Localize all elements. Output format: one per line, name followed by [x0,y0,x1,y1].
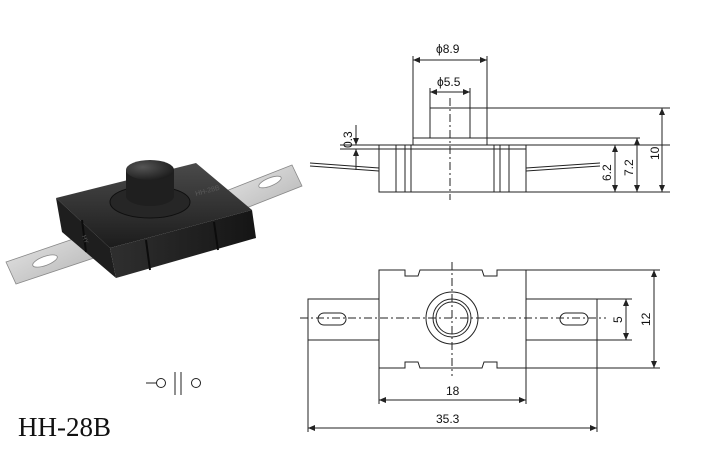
dim-outer-diameter: ϕ8.9 [436,42,460,56]
dim-overall-length: 35.3 [436,412,460,426]
top-view [300,262,660,432]
switch-body-front [56,198,116,278]
dim-h3: 10 [648,146,662,160]
switch-body-side [110,210,256,278]
dim-h2: 7.2 [622,159,636,176]
dim-h1: 6.2 [600,164,614,181]
switch-symbol-icon [146,372,201,395]
dim-flange: 0.3 [341,131,355,148]
side-view [309,56,670,200]
marking-brand: HY [80,235,88,245]
dim-slot: 5 [611,316,625,323]
product-render: HH-28B HY [5,160,303,285]
dim-body-height: 12 [639,312,653,326]
dim-inner-diameter: ϕ5.5 [437,75,461,89]
dim-body-width: 18 [446,384,460,398]
model-title: HH-28B [18,412,111,442]
plunger-cap [126,160,174,180]
